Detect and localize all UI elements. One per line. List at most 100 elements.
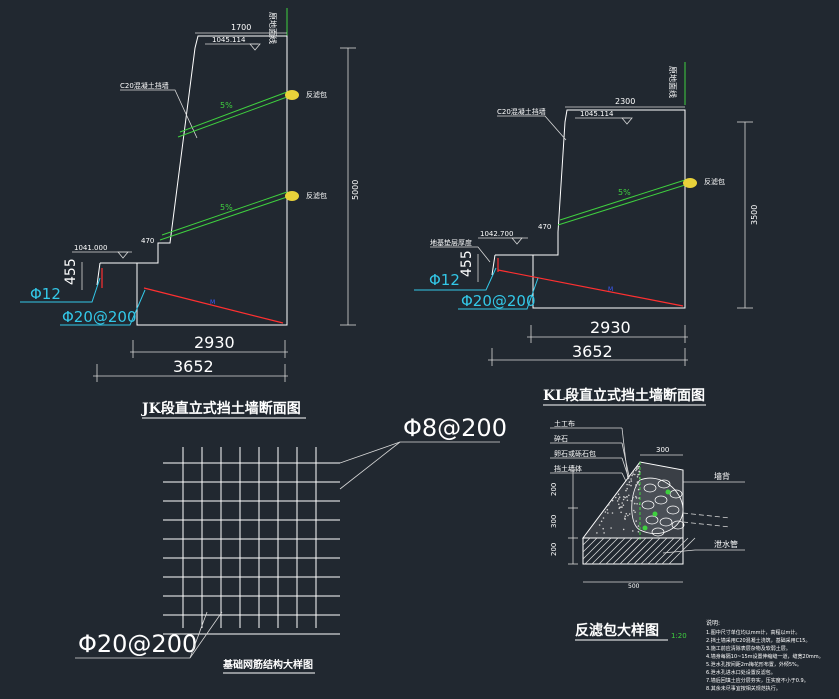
kl-slope: 5% bbox=[618, 188, 631, 197]
pebble bbox=[657, 479, 671, 489]
gravel-dot bbox=[618, 503, 620, 506]
filter-right-bottom-leader bbox=[662, 549, 745, 554]
jk-section: 原地面线 1700 1045.114 C20混凝土挡墙 5% 反滤包 5% 反滤… bbox=[20, 8, 360, 419]
jk-wall-leader bbox=[120, 89, 198, 139]
jk-phi20-leader bbox=[60, 289, 146, 326]
gravel-dot bbox=[636, 481, 639, 483]
pebble bbox=[671, 520, 685, 530]
gravel-dot bbox=[623, 496, 625, 498]
notes-lines: 1.图中尺寸单位均以mm计，高程以m计。2.挡土墙采用C20混凝土浇筑，基础采用… bbox=[706, 629, 824, 692]
gravel-dot bbox=[615, 496, 617, 499]
kl-rebar-slope bbox=[497, 269, 684, 307]
pebble bbox=[645, 515, 659, 525]
notes-line: 3.施工前应清除表层杂物及软弱土层。 bbox=[706, 645, 791, 652]
gravel-dot bbox=[620, 511, 622, 514]
jk-slope-1: 5% bbox=[220, 101, 233, 110]
notes-line: 7.墙后回填土应分层夯实，压实度不小于0.9。 bbox=[706, 677, 809, 684]
gravel-dot bbox=[618, 496, 621, 499]
jk-filter-1: 反滤包 bbox=[306, 90, 327, 99]
grid-top-leader-2 bbox=[339, 441, 401, 490]
hatch-line bbox=[661, 537, 689, 565]
hatch-line bbox=[591, 537, 619, 565]
jk-slope-2: 5% bbox=[220, 203, 233, 212]
gravel-dot bbox=[630, 484, 632, 487]
kl-wall-leader bbox=[497, 115, 567, 141]
gravel-dot bbox=[626, 499, 629, 502]
gravel-dot bbox=[635, 484, 637, 486]
jk-elev-mark bbox=[249, 43, 261, 51]
pebble bbox=[643, 483, 657, 493]
gravel-dot bbox=[607, 512, 609, 514]
pebble-mark bbox=[652, 511, 658, 517]
filter-legend-item: 挡土墙体 bbox=[554, 464, 582, 473]
notes-line: 5.泄水孔按间距2m梅花形布置，外倾5%。 bbox=[706, 661, 802, 668]
jk-toe-elev: 1041.000 bbox=[74, 244, 107, 252]
filter-dim-200b: 200 bbox=[550, 543, 558, 556]
gravel-dot bbox=[633, 509, 635, 512]
gravel-dot bbox=[611, 512, 614, 514]
gravel-dot bbox=[624, 515, 627, 517]
gravel-dot bbox=[622, 504, 625, 507]
hatch-line bbox=[598, 537, 626, 565]
gravel-dot bbox=[624, 496, 626, 499]
grid-bottom-label: Φ20@200 bbox=[78, 630, 197, 658]
jk-height: 5000 bbox=[351, 180, 360, 200]
gravel-dot bbox=[635, 469, 637, 472]
kl-drain-b bbox=[557, 184, 686, 226]
grid-top-label: Φ8@200 bbox=[403, 414, 507, 442]
jk-drain-2a bbox=[161, 191, 288, 236]
kl-red-mark: M bbox=[608, 286, 613, 293]
filter-caption: 反滤包大样图 bbox=[575, 622, 659, 639]
gravel-dot bbox=[628, 513, 631, 515]
gravel-dot bbox=[598, 524, 601, 526]
gravel-dot bbox=[635, 466, 638, 469]
jk-filter-2: 反滤包 bbox=[306, 191, 327, 200]
gravel-dot bbox=[622, 528, 625, 531]
kl-base-in: 2930 bbox=[590, 318, 631, 337]
filter-drain-pipe-b bbox=[682, 521, 731, 528]
kl-base-label: 地基垫层厚度 bbox=[430, 238, 472, 247]
gravel-dot bbox=[627, 476, 630, 479]
kl-filter: 反滤包 bbox=[704, 177, 725, 186]
hatch-line bbox=[647, 537, 675, 565]
jk-toe-mark bbox=[117, 251, 129, 259]
gravel-dot bbox=[616, 500, 619, 502]
gravel-dot bbox=[636, 468, 638, 471]
filter-legend-item: 碎石 bbox=[554, 434, 568, 443]
gravel-dot bbox=[634, 511, 636, 513]
gravel-dot bbox=[604, 511, 607, 513]
filter-drain-pipe-a bbox=[682, 512, 731, 519]
kl-phi20: Φ20@200 bbox=[461, 292, 536, 310]
gravel-dot bbox=[637, 467, 639, 469]
kl-caption: KL段直立式挡土墙断面图 bbox=[543, 387, 705, 404]
kl-wall-outline bbox=[532, 109, 686, 309]
jk-toe-h: 455 bbox=[63, 258, 79, 285]
gravel-dot bbox=[637, 488, 640, 491]
hatch-line bbox=[582, 537, 598, 553]
kl-phi20-leader bbox=[458, 277, 539, 310]
gravel-dot bbox=[621, 502, 623, 504]
gravel-dot bbox=[596, 532, 598, 534]
rebar-grid-detail: Φ8@200 Φ20@200 基础网筋结构大样图 bbox=[75, 414, 507, 674]
gravel-dot bbox=[635, 497, 638, 499]
gravel-dot bbox=[637, 525, 640, 527]
gravel-dot bbox=[636, 503, 638, 505]
filter-dim-200a: 200 bbox=[550, 483, 558, 496]
kl-phi12-leader bbox=[414, 267, 497, 291]
gravel-dot bbox=[637, 530, 640, 533]
kl-top-width: 2300 bbox=[615, 97, 635, 106]
gravel-dot bbox=[631, 474, 633, 477]
hatch-line bbox=[612, 537, 640, 565]
filter-top-dim-text: 300 bbox=[656, 446, 669, 454]
gravel-dot bbox=[603, 532, 605, 534]
gravel-dot bbox=[602, 527, 604, 530]
gravel-dot bbox=[626, 483, 628, 486]
grid-bottom-leader-1 bbox=[189, 611, 208, 659]
hatch-line bbox=[582, 537, 605, 560]
hatch-line bbox=[626, 537, 654, 565]
pebble-mark bbox=[642, 525, 648, 531]
jk-top-elev: 1045.114 bbox=[212, 36, 246, 44]
jk-phi20: Φ20@200 bbox=[62, 308, 137, 326]
pebble bbox=[659, 517, 673, 527]
